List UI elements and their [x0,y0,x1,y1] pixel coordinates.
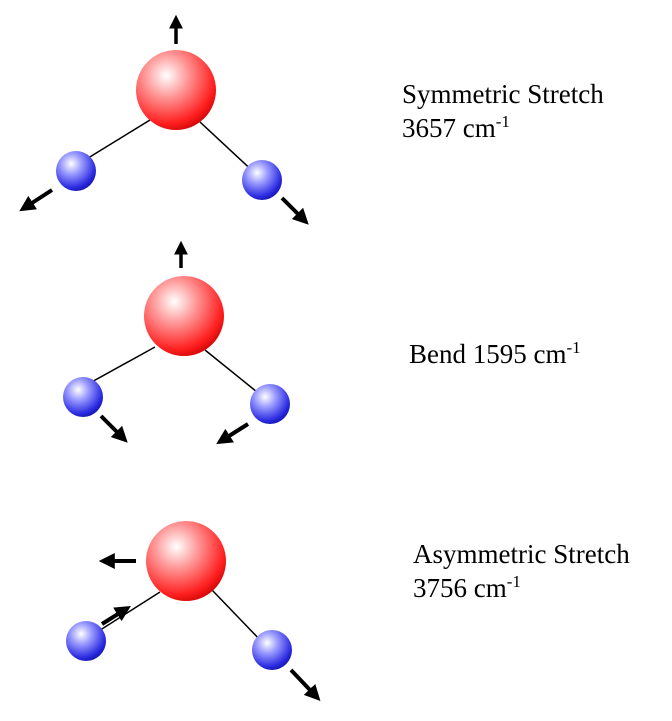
frequency-exponent: -1 [566,338,581,357]
hydrogen-atom-left [66,621,106,661]
hydrogen-atom-right [250,384,290,424]
molecule-bend [63,240,290,445]
bond-left [87,346,156,385]
oxygen-atom [144,276,224,356]
frequency-value: 3657 cm [402,112,496,143]
mode-name: Asymmetric Stretch [413,539,630,569]
displacement-arrow-hydrogen-left [19,188,54,212]
hydrogen-atom-left [63,377,103,417]
oxygen-atom [146,521,226,601]
frequency-value: 3756 cm [413,572,507,603]
mode-frequency: 3657 cm-1 [402,112,604,146]
molecule-asymmetric-stretch [66,521,321,702]
mode-label-asymmetric-stretch: Asymmetric Stretch 3756 cm-1 [413,538,630,606]
frequency-exponent: -1 [495,111,510,131]
bond-right [211,589,265,645]
mode-name: Symmetric Stretch [402,79,604,109]
bond-right [204,349,263,397]
displacement-arrow-hydrogen-right [216,422,250,445]
bond-left [79,119,151,164]
bond-left [93,591,161,635]
mode-name-and-frequency: Bend 1595 cm [409,339,567,369]
mode-frequency: 3756 cm-1 [413,572,630,606]
hydrogen-atom-right [252,630,292,670]
displacement-arrow-hydrogen-right [289,668,321,702]
hydrogen-atom-left [56,151,96,191]
oxygen-atom [136,50,216,130]
hydrogen-atom-right [242,160,282,200]
molecule-symmetric-stretch [19,14,309,225]
frequency-exponent: -1 [506,571,521,591]
mode-label-symmetric-stretch: Symmetric Stretch 3657 cm-1 [402,78,604,146]
displacement-arrow-hydrogen-left [99,414,128,443]
displacement-arrow-hydrogen-right [280,196,309,225]
mode-name-frequency: Bend 1595 cm-1 [409,338,581,372]
displacement-arrow-hydrogen-left [100,605,131,626]
mode-label-bend: Bend 1595 cm-1 [409,338,581,372]
